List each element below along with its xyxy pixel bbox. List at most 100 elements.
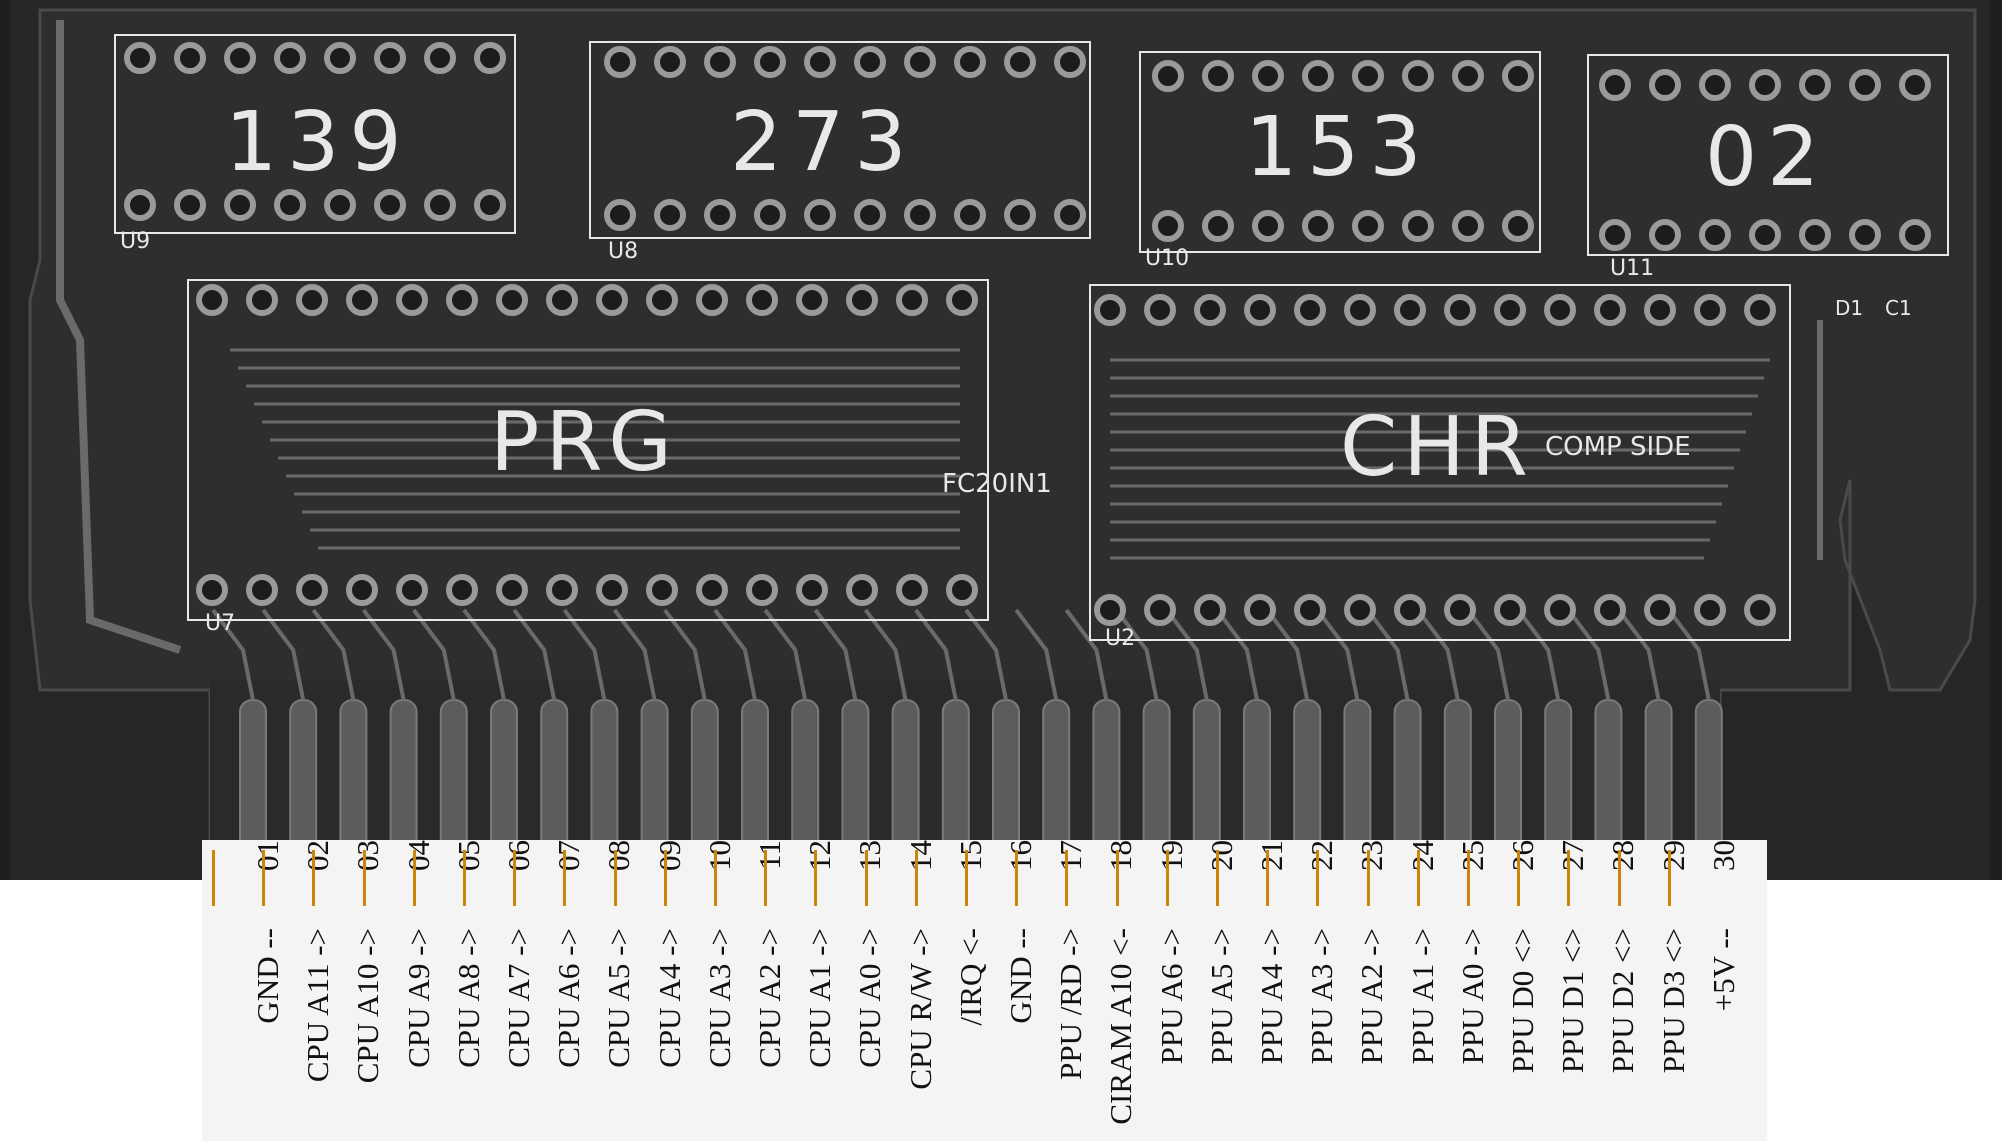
pin-number: 27 <box>1525 840 1590 920</box>
pin-name: CPU A5 -> <box>571 928 636 1141</box>
pin-number: 16 <box>973 840 1038 920</box>
pin-separator <box>1316 850 1320 906</box>
pin-number: 01 <box>220 840 285 920</box>
pad <box>246 574 278 606</box>
pin-name: PPU D2 <> <box>1575 928 1640 1141</box>
pad <box>1344 594 1376 626</box>
trace <box>713 608 757 701</box>
chip-outline <box>1089 284 1791 641</box>
pin-name: PPU A1 -> <box>1375 928 1440 1141</box>
pin-separator <box>814 850 818 906</box>
pin-separator <box>714 850 717 906</box>
pin-separator <box>864 850 868 906</box>
pad <box>1252 210 1284 242</box>
pad <box>1202 60 1234 92</box>
pad <box>1694 594 1726 626</box>
pad <box>1594 294 1626 326</box>
pad <box>1144 294 1176 326</box>
chip-ref-u7: U7 <box>205 611 235 636</box>
pin-separator <box>914 850 918 906</box>
chip-ref-u8: U8 <box>608 239 638 264</box>
chip-outline <box>1139 51 1541 253</box>
pin-separator <box>212 850 215 906</box>
pad <box>954 46 986 78</box>
pad <box>324 42 356 74</box>
pad <box>1649 69 1681 101</box>
pad <box>846 574 878 606</box>
trace <box>1366 608 1410 701</box>
pin-separator <box>563 850 567 906</box>
pad <box>754 46 786 78</box>
pad <box>496 574 528 606</box>
pad <box>346 284 378 316</box>
trace <box>964 608 1008 701</box>
pin-separator <box>1015 850 1019 906</box>
pad <box>124 189 156 221</box>
pad <box>1749 69 1781 101</box>
pad <box>1004 199 1036 231</box>
pad <box>1694 294 1726 326</box>
pin-number: 25 <box>1425 840 1490 920</box>
pin-name: PPU A0 -> <box>1425 928 1490 1141</box>
pad <box>1394 594 1426 626</box>
pin-name: CPU A8 -> <box>421 928 486 1141</box>
pad <box>1054 199 1086 231</box>
pin-separator <box>1567 850 1571 906</box>
pad <box>424 189 456 221</box>
pin-number: 24 <box>1375 840 1440 920</box>
trace <box>1115 608 1159 701</box>
pad <box>1194 594 1226 626</box>
pad <box>704 199 736 231</box>
pad <box>846 284 878 316</box>
trace <box>1064 608 1109 701</box>
pin-name: PPU A5 -> <box>1174 928 1239 1141</box>
pin-name: CPU R/W -> <box>873 928 938 1141</box>
pad <box>1194 294 1226 326</box>
pin-name: CPU A7 -> <box>471 928 536 1141</box>
chip-ref-u11: U11 <box>1610 256 1654 281</box>
edge-fingers <box>239 699 1723 881</box>
pad <box>124 42 156 74</box>
pin-separator <box>1216 850 1219 906</box>
pin-number: 05 <box>421 840 486 920</box>
pad <box>854 46 886 78</box>
pin-separator <box>463 850 466 906</box>
pin-separator <box>1416 850 1420 906</box>
pad <box>546 574 578 606</box>
pad <box>1144 594 1176 626</box>
pin-separator <box>513 850 517 906</box>
pad <box>746 284 778 316</box>
pad <box>696 574 728 606</box>
pad <box>474 42 506 74</box>
trace <box>512 608 557 701</box>
pad <box>596 574 628 606</box>
pin-name: PPU A6 -> <box>1124 928 1189 1141</box>
pad <box>424 42 456 74</box>
pad <box>696 284 728 316</box>
pad <box>854 199 886 231</box>
chip-ref-u10: U10 <box>1145 246 1189 271</box>
pin-name-row: GND --CPU A11 ->CPU A10 ->CPU A9 ->CPU A… <box>202 928 1767 1141</box>
trace <box>1566 608 1611 701</box>
pad <box>804 199 836 231</box>
pad <box>1899 219 1931 251</box>
pin-separator <box>312 850 316 906</box>
pad <box>374 42 406 74</box>
pad <box>1252 60 1284 92</box>
pad <box>1244 594 1276 626</box>
pin-number-text: 30 <box>1705 840 1741 871</box>
chip-outline <box>187 279 989 621</box>
chip-ref-u2: U2 <box>1105 626 1135 651</box>
trace <box>261 608 306 701</box>
pad <box>1202 210 1234 242</box>
pad <box>546 284 578 316</box>
pad <box>1644 594 1676 626</box>
pad <box>1294 594 1326 626</box>
pin-number: 15 <box>923 840 988 920</box>
pad <box>1402 210 1434 242</box>
pads <box>124 42 1931 626</box>
pad <box>1744 294 1776 326</box>
pin-number: 02 <box>270 840 335 920</box>
pad <box>324 189 356 221</box>
pin-number: 28 <box>1575 840 1640 920</box>
